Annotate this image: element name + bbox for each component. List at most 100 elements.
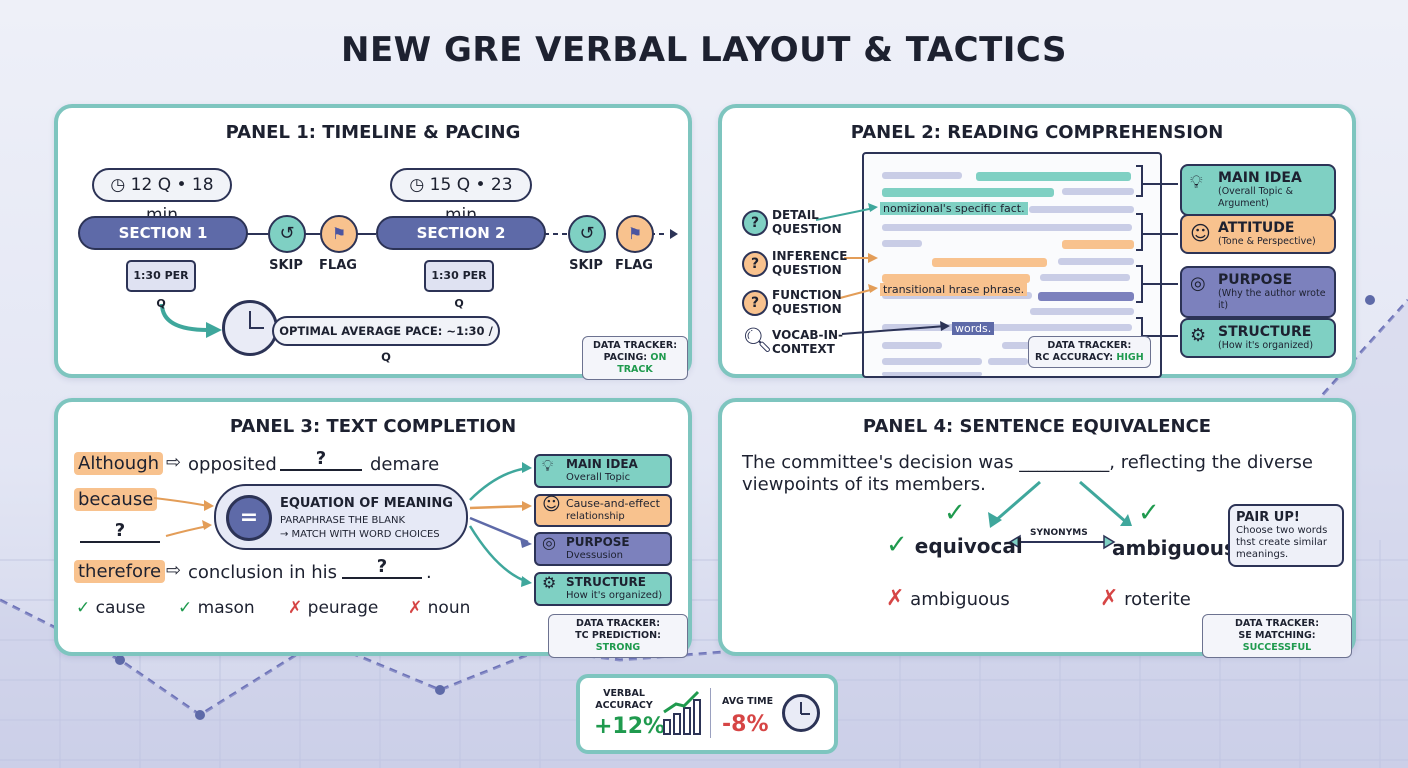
rc-card-purpose[interactable]: ◎ PURPOSE (Why the author wrote it) [1180, 266, 1336, 318]
skip-label: SKIP [569, 258, 603, 273]
data-tracker-se: DATA TRACKER: SE MATCHING: SUCCESSFUL [1202, 614, 1352, 658]
cross-icon: ✗ [288, 598, 303, 618]
target-icon: ◎ [542, 533, 556, 552]
highlight-vocab: words. [952, 322, 995, 335]
check-icon: ✓ [944, 498, 966, 528]
se-answer-2[interactable]: ambiguous [1112, 536, 1236, 560]
accuracy-value: +12% [594, 714, 666, 739]
signal-word-therefore: therefore [74, 560, 166, 583]
sentence-text: demare [370, 454, 440, 475]
arrow-icon: ⇨ [166, 452, 182, 473]
inference-question-label: INFERENCE QUESTION [772, 249, 848, 277]
rc-card-attitude[interactable]: ☺ ATTITUDE (Tone & Perspective) [1180, 214, 1336, 254]
question-icon: ? [742, 210, 768, 236]
equals-icon: = [226, 495, 272, 541]
blank-line: ? [80, 520, 160, 543]
panel-timeline-pacing: PANEL 1: TIMELINE & PACING ◷ 12 Q • 18 m… [54, 104, 692, 380]
pace-banner: OPTIMAL AVERAGE PACE: ~1:30 / Q [272, 316, 500, 364]
signal-word-although: Although [74, 452, 164, 475]
skip-label: SKIP [269, 258, 303, 273]
section2-bar[interactable]: SECTION 2 [376, 216, 546, 250]
magnifier-icon: 🔍︎ [742, 326, 773, 354]
question-icon: ? [742, 251, 768, 277]
signal-word-because: because [74, 488, 158, 511]
choice-correct[interactable]: ✓ cause [76, 598, 146, 618]
panel-text-completion: PANEL 3: TEXT COMPLETION Although ⇨ oppo… [54, 398, 692, 658]
growth-chart-icon [663, 690, 701, 735]
se-sentence-line2: viewpoints of its members. [742, 474, 986, 495]
detail-question-label: DETAIL QUESTION [772, 208, 842, 236]
flag-icon[interactable]: ⚑ [616, 215, 654, 253]
clock-icon: ◷ [409, 175, 425, 195]
tc-connectors [153, 462, 532, 587]
cross-icon: ✗ [1100, 586, 1119, 611]
se-wrong-2[interactable]: ✗ roterite [1100, 586, 1191, 611]
pair-up-callout: PAIR UP! Choose two words thst create si… [1228, 504, 1344, 567]
choice-wrong[interactable]: ✗ noun [408, 598, 471, 618]
panel-title: PANEL 4: SENTENCE EQUIVALENCE [862, 416, 1212, 437]
panel-title: PANEL 1: TIMELINE & PACING [225, 122, 521, 143]
check-icon: ✓ [886, 530, 908, 560]
smiley-icon: ☺ [542, 494, 561, 515]
lightbulb-icon: 💡︎ [542, 456, 554, 475]
synonyms-label: SYNONYMS [1030, 528, 1088, 538]
section2-info-bubble: ◷ 15 Q • 23 min [390, 168, 532, 225]
check-icon: ✓ [76, 598, 91, 618]
page-title: NEW GRE VERBAL LAYOUT & TACTICS [340, 30, 1067, 70]
sentence-text: conclusion in his [188, 562, 338, 583]
se-sentence-line1: The committee's decision was __________,… [742, 452, 1313, 473]
skip-icon[interactable]: ↺ [268, 215, 306, 253]
panel-reading-comprehension: PANEL 2: READING COMPREHENSION nomiziona… [718, 104, 1356, 378]
clock-icon [782, 694, 820, 732]
equation-of-meaning-box: = EQUATION OF MEANING PARAPHRASE THE BLA… [214, 484, 468, 550]
data-tracker-tc: DATA TRACKER: TC PREDICTION: STRONG [548, 614, 688, 658]
panel-title: PANEL 2: READING COMPREHENSION [850, 122, 1224, 143]
timer-box-1: 1:30 PER Q [126, 260, 196, 310]
vocab-in-context-label: VOCAB-IN-CONTEXT [772, 328, 843, 356]
smiley-icon: ☺ [1190, 221, 1211, 245]
se-wrong-1[interactable]: ✗ ambiguous [886, 586, 1010, 611]
check-icon: ✓ [178, 598, 193, 618]
se-connectors [988, 480, 1132, 550]
blank-line: ? [280, 448, 362, 471]
blank-line: ? [342, 556, 422, 579]
clock-icon: ◷ [110, 175, 126, 195]
question-icon: ? [742, 290, 768, 316]
choice-wrong[interactable]: ✗ peurage [288, 598, 379, 618]
se-answer-1[interactable]: ✓ equivocal [886, 530, 1023, 560]
section1-info-bubble: ◷ 12 Q • 18 min [92, 168, 232, 225]
gears-icon: ⚙ [542, 573, 557, 592]
divider [710, 688, 711, 738]
gears-icon: ⚙ [1190, 325, 1207, 346]
arrow-icon: ⇨ [166, 560, 182, 581]
rc-card-structure[interactable]: ⚙ STRUCTURE (How it's organized) [1180, 318, 1336, 358]
check-icon: ✓ [1138, 498, 1160, 528]
panel-title: PANEL 3: TEXT COMPLETION [229, 416, 517, 437]
rc-card-main-idea[interactable]: 💡︎ MAIN IDEA (Overall Topic & Argument) [1180, 164, 1336, 216]
data-tracker-rc: DATA TRACKER: RC ACCURACY: HIGH [1028, 336, 1151, 368]
stats-summary-box: VERBAL ACCURACY +12% AVG TIME -8% [576, 674, 838, 754]
stopwatch-icon [222, 300, 278, 356]
avg-time-value: -8% [722, 712, 769, 737]
panel-sentence-equivalence: PANEL 4: SENTENCE EQUIVALENCE The commit… [718, 398, 1356, 658]
timer-box-2: 1:30 PER Q [424, 260, 494, 310]
section1-bar[interactable]: SECTION 1 [78, 216, 248, 250]
skip-icon[interactable]: ↺ [568, 215, 606, 253]
accuracy-label: VERBAL ACCURACY [595, 688, 653, 711]
highlight-function: transitional hrase phrase. [880, 283, 1028, 296]
sentence-text: . [426, 562, 432, 583]
choice-correct[interactable]: ✓ mason [178, 598, 255, 618]
function-question-label: FUNCTION QUESTION [772, 288, 842, 316]
flag-label: FLAG [319, 258, 357, 273]
avg-time-label: AVG TIME [722, 696, 774, 707]
sentence-text: opposited [188, 454, 277, 475]
flag-icon[interactable]: ⚑ [320, 215, 358, 253]
flag-label: FLAG [615, 258, 653, 273]
cross-icon: ✗ [886, 586, 905, 611]
cross-icon: ✗ [408, 598, 423, 618]
target-icon: ◎ [1190, 273, 1206, 294]
